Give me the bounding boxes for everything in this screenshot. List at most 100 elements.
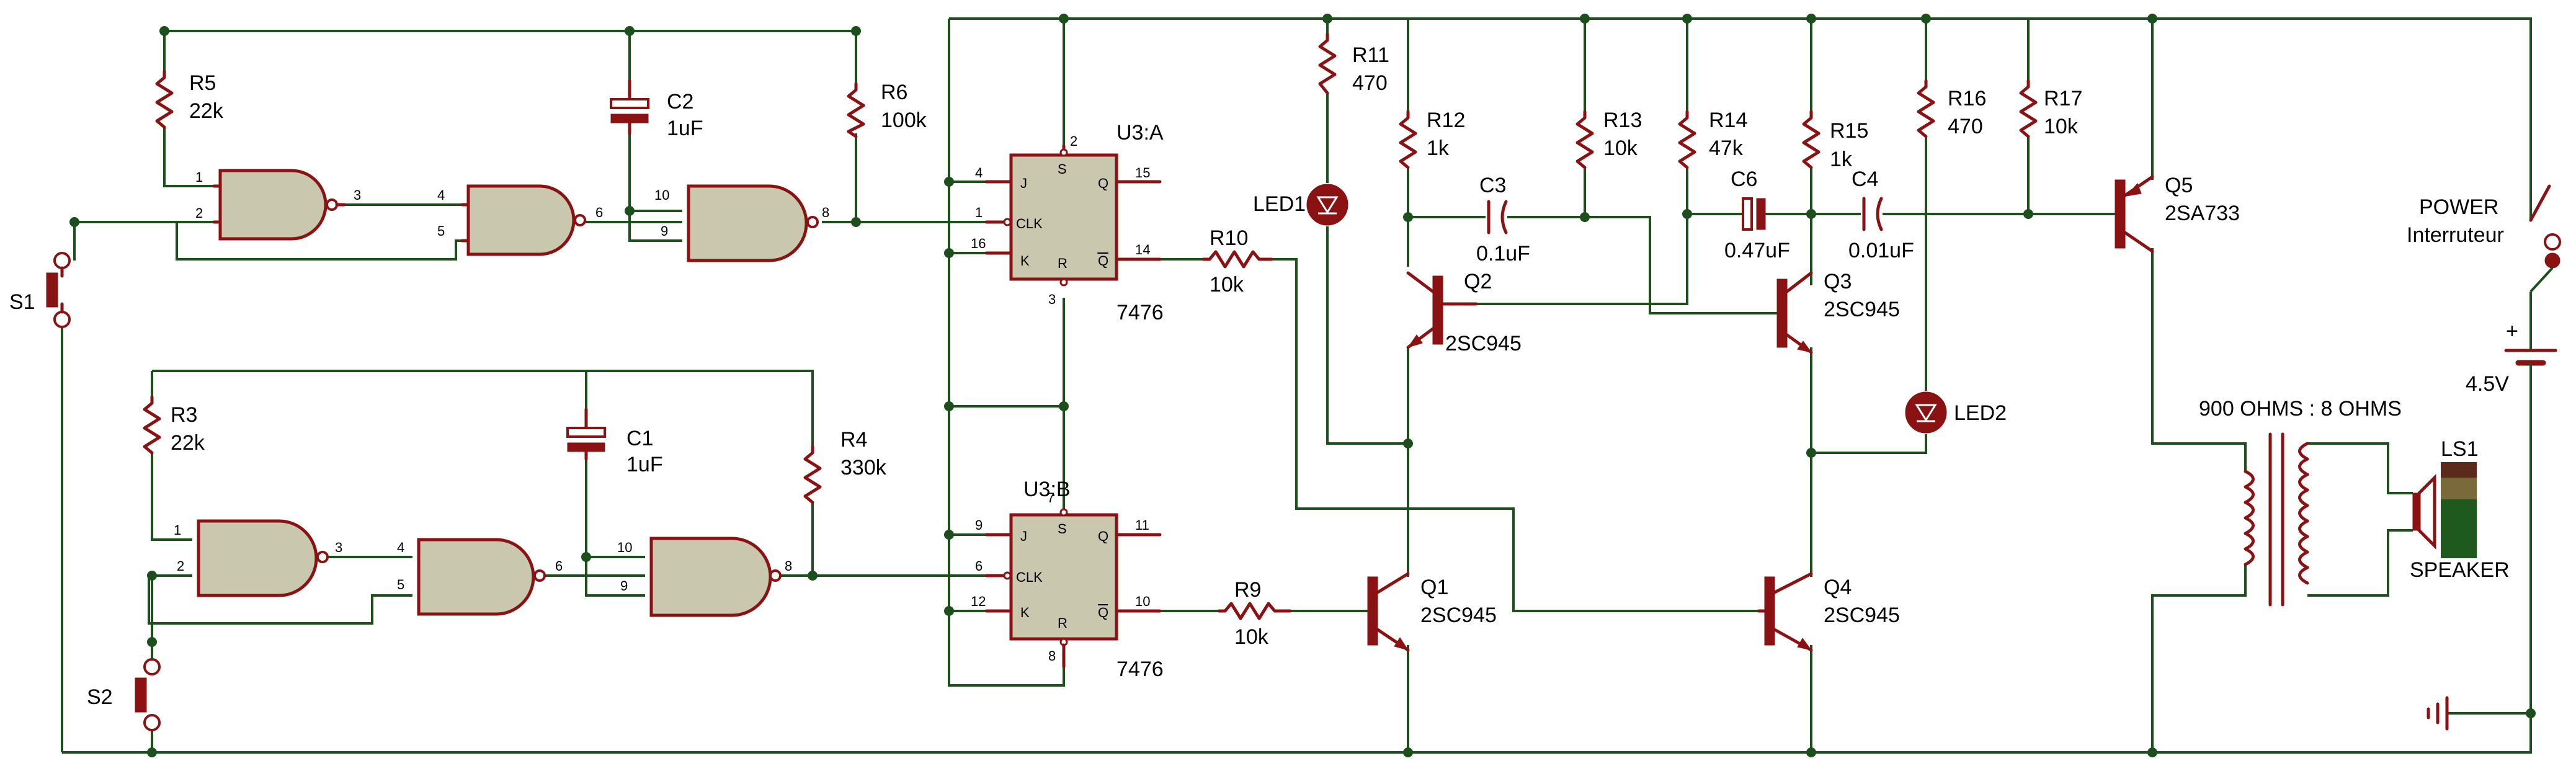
battery-plus: + <box>2506 319 2518 343</box>
pin-Q: Q <box>1098 528 1108 544</box>
battery-value: 4.5V <box>2466 372 2509 396</box>
nand-gate-5: 4 5 6 <box>397 538 563 616</box>
r6-ref: R6 <box>881 81 907 104</box>
r16-ref: R16 <box>1948 87 1986 110</box>
u3b-ref: U3:B <box>1023 478 1071 501</box>
pin-number: 11 <box>1135 517 1149 533</box>
nand-gate-4: 1 2 3 <box>174 519 342 597</box>
nand-gate-6: 10 9 8 <box>617 537 792 617</box>
capacitor-c6: C6 0.47uF <box>1724 167 1790 262</box>
resistor-r9: R9 10k <box>1217 578 1292 649</box>
c3-ref: C3 <box>1479 174 1506 197</box>
q3-value: 2SC945 <box>1824 298 1900 321</box>
resistor-r5: R5 22k <box>155 69 224 129</box>
pin-number: 14 <box>1135 242 1150 257</box>
r13-ref: R13 <box>1603 109 1642 132</box>
pin-R: R <box>1058 615 1067 631</box>
q2-ref: Q2 <box>1464 270 1492 293</box>
nand-gate-3: 10 9 8 <box>654 184 829 262</box>
capacitor-c4: C4 0.01uF <box>1848 167 1914 262</box>
resistor-r6: R6 100k <box>847 81 927 138</box>
r14-ref: R14 <box>1709 109 1747 132</box>
pin-label: 9 <box>620 578 628 594</box>
pin-Q: Q <box>1098 176 1108 191</box>
capacitor-c2: C2 1uF <box>610 79 703 140</box>
resistor-r3: R3 22k <box>143 395 205 455</box>
r12-value: 1k <box>1427 136 1450 160</box>
u3a-value: 7476 <box>1116 301 1164 324</box>
power-value: Interruteur <box>2407 223 2504 247</box>
switch-s2: S2 <box>87 658 161 731</box>
pin-J: J <box>1020 528 1027 544</box>
led-1: LED1 <box>1253 184 1348 226</box>
c3-value: 0.1uF <box>1476 242 1530 265</box>
resistor-r4: R4 330k <box>803 428 887 504</box>
c6-ref: C6 <box>1731 167 1757 191</box>
resistor-r11: R11 470 <box>1318 32 1389 95</box>
transformer-label: 900 OHMS : 8 OHMS <box>2199 397 2402 421</box>
c1-value: 1uF <box>626 453 663 476</box>
power-switch: POWER Interruteur <box>2407 184 2561 293</box>
transistor-q5: Q5 2SA733 <box>2115 174 2240 253</box>
pin-S: S <box>1058 521 1067 537</box>
ground-symbol <box>2427 696 2449 731</box>
pin-CLK: CLK <box>1016 216 1043 231</box>
pin-label: 4 <box>397 540 404 555</box>
capacitor-c3: C3 0.1uF <box>1476 174 1530 265</box>
pin-R: R <box>1058 256 1067 271</box>
q2-value: 2SC945 <box>1445 332 1522 355</box>
r9-ref: R9 <box>1234 578 1261 602</box>
s1-ref: S1 <box>9 290 35 314</box>
pin-label: 6 <box>595 205 603 220</box>
r11-value: 470 <box>1352 71 1388 95</box>
c4-value: 0.01uF <box>1848 239 1914 262</box>
r6-value: 100k <box>881 109 927 132</box>
q4-ref: Q4 <box>1824 576 1852 599</box>
resistor-r16: R16 470 <box>1917 79 1986 138</box>
q3-ref: Q3 <box>1824 270 1852 293</box>
r11-ref: R11 <box>1352 43 1389 67</box>
pin-number: 4 <box>975 165 983 180</box>
pin-number: 6 <box>975 558 983 574</box>
r17-ref: R17 <box>2044 87 2082 110</box>
pin-label: 4 <box>437 187 445 203</box>
pin-label: 2 <box>177 558 184 574</box>
resistor-r13: R13 10k <box>1575 109 1642 169</box>
r4-value: 330k <box>840 456 887 479</box>
resistor-r15: R15 1k <box>1802 110 1868 171</box>
q5-ref: Q5 <box>2165 174 2193 197</box>
power-ref: POWER <box>2419 195 2498 219</box>
pin-label: 8 <box>785 558 792 574</box>
pin-number: 7 <box>1047 490 1054 506</box>
pin-label: 8 <box>822 205 829 220</box>
pin-number: 3 <box>1048 292 1056 307</box>
flip-flop-u3a: J CLK K S R Q Q 4 1 16 2 3 15 14 U3:A 74… <box>971 121 1164 324</box>
r15-value: 1k <box>1830 148 1853 171</box>
c6-value: 0.47uF <box>1724 239 1790 262</box>
transformer: 900 OHMS : 8 OHMS <box>2199 397 2402 607</box>
switch-s1: S1 <box>9 252 71 328</box>
r12-ref: R12 <box>1427 109 1465 132</box>
pin-K: K <box>1020 253 1030 269</box>
r16-value: 470 <box>1948 115 1983 138</box>
pin-number: 2 <box>1070 133 1077 149</box>
pin-Qbar: Q <box>1098 253 1108 269</box>
q1-ref: Q1 <box>1420 576 1448 599</box>
r17-value: 10k <box>2044 115 2079 138</box>
r5-value: 22k <box>189 99 224 123</box>
q5-value: 2SA733 <box>2165 202 2240 225</box>
u3b-value: 7476 <box>1116 657 1164 681</box>
pin-label: 10 <box>654 187 669 203</box>
r10-ref: R10 <box>1210 226 1248 250</box>
transistor-q1: Q1 2SC945 <box>1367 572 1497 652</box>
pin-number: 10 <box>1135 594 1150 609</box>
pin-number: 16 <box>971 236 986 251</box>
r15-ref: R15 <box>1830 119 1868 143</box>
pin-label: 9 <box>661 223 668 239</box>
c1-ref: C1 <box>626 427 653 450</box>
pin-label: 2 <box>195 205 203 221</box>
r3-value: 22k <box>171 431 205 455</box>
r13-value: 10k <box>1603 136 1638 160</box>
pin-K: K <box>1020 605 1030 620</box>
